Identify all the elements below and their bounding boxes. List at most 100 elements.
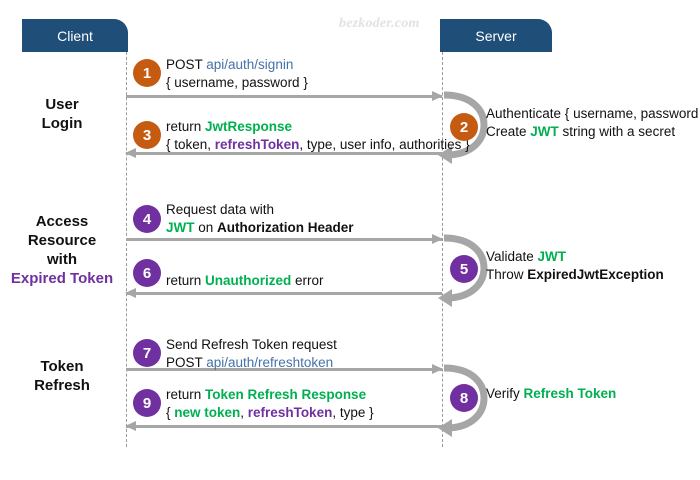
message-line-1: POST api/auth/signin — [166, 56, 308, 74]
message-line-1: Request data with — [166, 201, 354, 219]
phase-access-line4: Expired Token — [10, 270, 114, 287]
arrow-step-1 — [126, 91, 443, 102]
msg5-throw: Throw — [486, 267, 528, 282]
message-line-1: Validate JWT — [486, 248, 664, 266]
msg2-jwt: JWT — [530, 124, 559, 139]
msg9-return: return — [166, 387, 206, 402]
message-label-step-2: Authenticate { username, password } Crea… — [486, 105, 700, 141]
msg9-refreshtoken: refreshToken — [247, 405, 333, 420]
step-number: 4 — [142, 210, 152, 228]
msg3-type: JwtResponse — [205, 119, 293, 134]
step-marker-2: 2 — [450, 113, 478, 141]
arrow-step-4 — [126, 234, 443, 245]
step-marker-7: 7 — [133, 339, 161, 367]
phase-refresh-line2: Refresh — [34, 377, 90, 394]
msg3-payload-a: { token, — [166, 137, 215, 152]
actor-header-client: Client — [22, 19, 128, 52]
arrow-shaft — [126, 425, 442, 428]
message-label-step-5: Validate JWT Throw ExpiredJwtException — [486, 248, 664, 284]
phase-access-line2: Resource — [27, 232, 97, 249]
step-number: 6 — [142, 264, 152, 282]
msg9-type: Token Refresh Response — [205, 387, 367, 402]
self-loop-arc-step-8 — [438, 364, 488, 437]
message-line-2: { username, password } — [166, 74, 308, 92]
msg8-verify: Verify — [486, 386, 524, 401]
step-marker-9: 9 — [133, 389, 161, 417]
msg2-create: Create — [486, 124, 531, 139]
actor-label-server: Server — [475, 27, 517, 44]
msg4-on: on — [194, 220, 218, 235]
arrow-step-6 — [125, 288, 442, 299]
msg3-return: return — [166, 119, 206, 134]
actor-header-server: Server — [440, 19, 552, 52]
msg6-return: return — [166, 273, 206, 288]
message-label-step-3: return JwtResponse { token, refreshToken… — [166, 118, 470, 154]
phase-refresh-line1: Token — [40, 358, 84, 375]
arrow-shaft — [126, 238, 442, 241]
arrow-shaft — [126, 292, 442, 295]
msg6-unauthorized: Unauthorized — [205, 273, 292, 288]
lifeline-server — [442, 52, 443, 447]
msg3-refreshtoken: refreshToken — [214, 137, 300, 152]
phase-label-access-resource: Access Resource with Expired Token — [0, 212, 124, 288]
message-line-2: Create JWT string with a secret — [486, 123, 700, 141]
arrow-head-right-icon — [432, 364, 443, 374]
arrow-shaft — [126, 152, 442, 155]
msg9-comma: , — [240, 405, 248, 420]
message-line-1: Send Refresh Token request — [166, 336, 337, 354]
message-label-step-8: Verify Refresh Token — [486, 385, 616, 403]
message-label-step-7: Send Refresh Token request POST api/auth… — [166, 336, 337, 372]
msg9-open: { — [166, 405, 175, 420]
msg9-close: , type } — [332, 405, 374, 420]
arrow-head-right-icon — [432, 91, 443, 101]
msg2-suffix: string with a secret — [558, 124, 676, 139]
step-number: 7 — [142, 344, 152, 362]
message-line-2: Throw ExpiredJwtException — [486, 266, 664, 284]
self-loop-arc-step-5 — [438, 234, 488, 307]
message-line-1: Verify Refresh Token — [486, 385, 616, 403]
msg5-jwt: JWT — [537, 249, 567, 264]
lifeline-client — [126, 52, 127, 447]
arrow-shaft — [126, 368, 442, 371]
arrow-step-9 — [125, 421, 442, 432]
arrow-step-7 — [126, 364, 443, 375]
watermark-text: bezkoder.com — [339, 16, 420, 31]
msg9-newtoken: new token — [174, 405, 241, 420]
step-number: 2 — [459, 118, 469, 136]
arrow-shaft — [126, 95, 442, 98]
msg1-method: POST — [166, 57, 207, 72]
msg7-method: POST — [166, 355, 207, 370]
message-line-1: return Token Refresh Response — [166, 386, 374, 404]
arrow-head-left-icon — [125, 288, 136, 298]
arrow-head-left-icon — [125, 421, 136, 431]
msg3-payload-b: , type, user info, authorities } — [299, 137, 470, 152]
message-label-step-6: return Unauthorized error — [166, 272, 324, 290]
message-line-1: return JwtResponse — [166, 118, 470, 136]
msg4-jwt: JWT — [166, 220, 195, 235]
msg7-endpoint: api/auth/refreshtoken — [206, 355, 334, 370]
msg5-exception: ExpiredJwtException — [527, 267, 664, 282]
phase-label-token-refresh: Token Refresh — [0, 357, 124, 395]
message-line-1: return Unauthorized error — [166, 272, 324, 290]
arrow-head-left-icon — [125, 148, 136, 158]
message-label-step-4: Request data with JWT on Authorization H… — [166, 201, 354, 237]
step-number: 1 — [142, 64, 152, 82]
message-line-2: JWT on Authorization Header — [166, 219, 354, 237]
phase-login-line1: User — [45, 96, 79, 113]
step-number: 3 — [142, 126, 152, 144]
message-label-step-9: return Token Refresh Response { new toke… — [166, 386, 374, 422]
message-line-2: POST api/auth/refreshtoken — [166, 354, 337, 372]
phase-access-line3: with — [47, 251, 77, 268]
step-marker-3: 3 — [133, 121, 161, 149]
message-label-step-1: POST api/auth/signin { username, passwor… — [166, 56, 308, 92]
step-number: 5 — [459, 260, 469, 278]
phase-label-user-login: User Login — [0, 95, 124, 133]
step-marker-8: 8 — [450, 384, 478, 412]
step-marker-1: 1 — [133, 59, 161, 87]
arrow-step-3 — [125, 148, 442, 159]
phase-access-line1: Access — [35, 213, 89, 230]
message-line-2: { token, refreshToken, type, user info, … — [166, 136, 470, 154]
msg4-header: Authorization Header — [217, 220, 354, 235]
step-marker-5: 5 — [450, 255, 478, 283]
